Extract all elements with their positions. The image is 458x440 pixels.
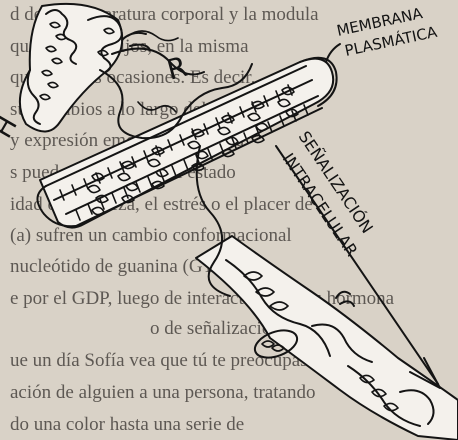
background-text-line: e por el GDP, luego de interactuar con s… xyxy=(10,288,395,309)
background-text-line: (a) sufren un cambio conformacional xyxy=(10,225,292,246)
background-text-line: do una color hasta una serie de xyxy=(10,414,244,435)
background-text-line: ue un día Sofía vea que tú te preocupas xyxy=(10,350,308,371)
membrane-label-group: MEMBRANA PLASMÁTICA xyxy=(326,4,439,62)
background-text-line: ación de alguien a una persona, tratando xyxy=(10,382,315,403)
